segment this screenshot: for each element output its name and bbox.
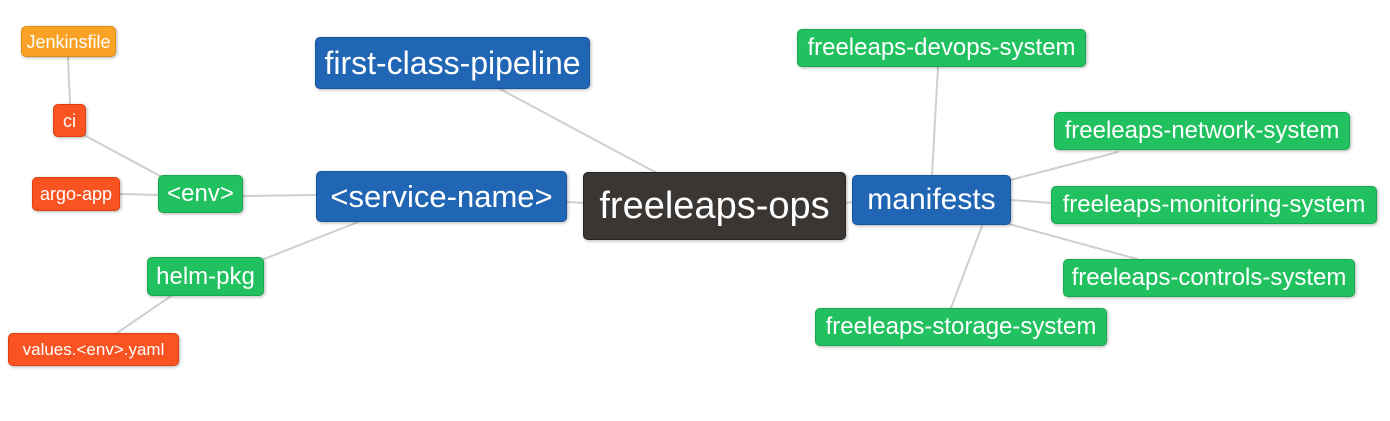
node-argo-app[interactable]: argo-app (32, 177, 120, 211)
edge-manifests-to-freeleaps-controls-system (1008, 223, 1138, 260)
edge-argo-app-to-env (119, 193, 159, 196)
node-env[interactable]: <env> (158, 175, 243, 213)
edge-first-class-pipeline-to-freeleaps-ops (499, 88, 656, 173)
node-freeleaps-network-system[interactable]: freeleaps-network-system (1054, 112, 1350, 150)
edge-freeleaps-devops-system-to-manifests (931, 66, 939, 176)
edge-manifests-to-freeleaps-network-system (1009, 151, 1119, 181)
node-freeleaps-controls-system[interactable]: freeleaps-controls-system (1063, 259, 1355, 297)
node-freeleaps-devops-system[interactable]: freeleaps-devops-system (797, 29, 1086, 67)
node-ci[interactable]: ci (53, 104, 86, 137)
edge-ci-to-env (83, 134, 161, 177)
node-first-class-pipeline[interactable]: first-class-pipeline (315, 37, 590, 89)
node-jenkinsfile[interactable]: Jenkinsfile (21, 26, 116, 57)
edge-helm-pkg-to-service-name (263, 221, 359, 260)
edge-manifests-to-freeleaps-storage-system (950, 225, 983, 309)
edge-jenkinsfile-to-ci (67, 56, 71, 105)
node-freeleaps-storage-system[interactable]: freeleaps-storage-system (815, 308, 1107, 346)
node-service-name[interactable]: <service-name> (316, 171, 567, 222)
node-helm-pkg[interactable]: helm-pkg (147, 257, 264, 296)
node-freeleaps-monitoring-system[interactable]: freeleaps-monitoring-system (1051, 186, 1377, 224)
node-values-env-yaml[interactable]: values.<env>.yaml (8, 333, 179, 366)
node-freeleaps-ops[interactable]: freeleaps-ops (583, 172, 846, 240)
edge-service-name-to-freeleaps-ops (566, 201, 587, 204)
edge-values-env-yaml-to-helm-pkg (116, 295, 172, 334)
node-manifests[interactable]: manifests (852, 175, 1011, 225)
edge-env-to-service-name (242, 194, 317, 197)
edge-manifests-to-freeleaps-monitoring-system (1009, 199, 1053, 204)
edge-freeleaps-ops-to-manifests (844, 201, 853, 204)
